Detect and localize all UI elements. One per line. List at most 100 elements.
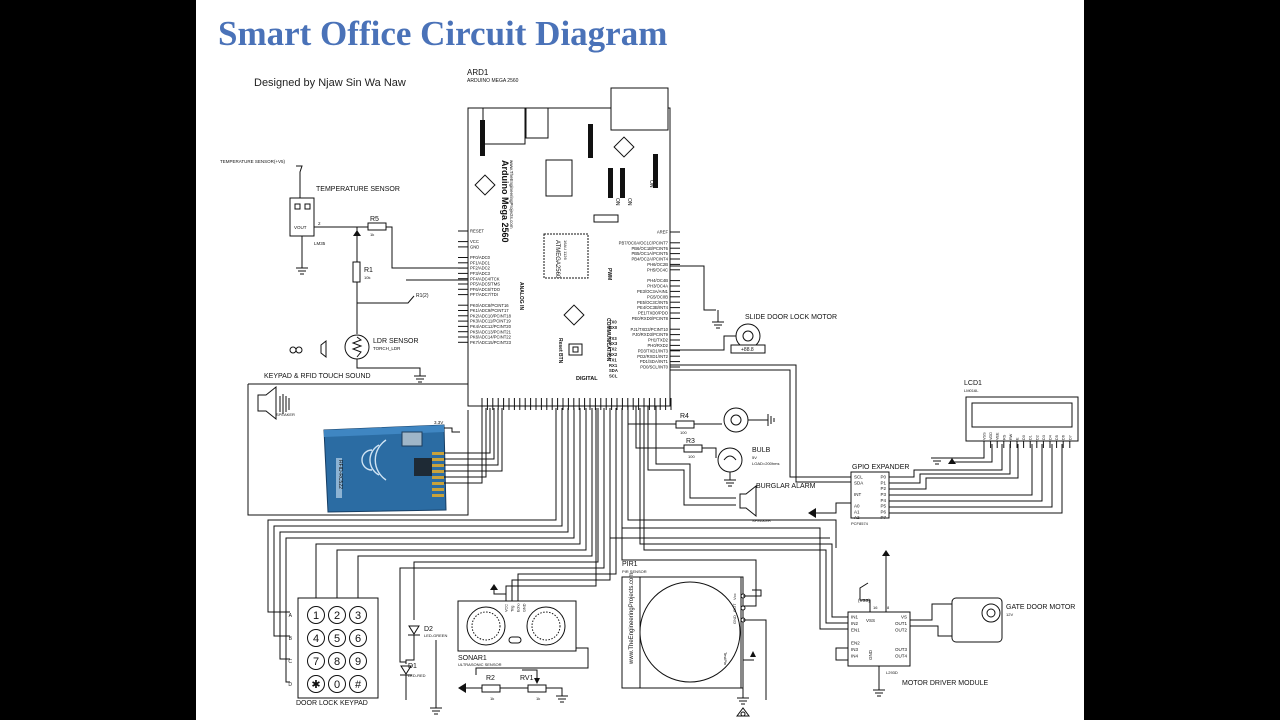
driver-part: L293D	[886, 670, 898, 675]
pir-ref: PIR1	[622, 561, 638, 568]
gate-door-motor: GATE DOOR MOTOR 12V	[951, 597, 1075, 643]
ldr-zigzag	[351, 336, 363, 358]
bulb-r3: R3 100 BULB 5V LOAD=200hms	[635, 406, 779, 487]
keypad-key-label: #	[355, 679, 362, 691]
sonar-echo-wire	[517, 408, 617, 601]
lcd-pin-label: RW	[1009, 433, 1013, 440]
gpio-left-pin: SCL	[854, 475, 863, 480]
keypad-key[interactable]	[328, 629, 346, 647]
gpio-chip	[850, 471, 890, 519]
wire-sda	[670, 364, 851, 483]
wire-r3	[635, 406, 684, 449]
pir-test-arrow	[750, 651, 756, 657]
burglar-speaker-icon	[739, 484, 757, 518]
arduino-left-pin-label: PK6/ADC14/PCINT22	[470, 335, 512, 340]
driver-left-pin: IN2	[851, 621, 859, 626]
slide-door-motor: +88.8 SLIDE DOOR LOCK MOTOR	[670, 265, 837, 354]
lamp-r4: R4 100	[627, 406, 775, 435]
rfid-text-strip	[336, 458, 342, 498]
temperature-pad-1	[294, 203, 301, 210]
pir-part: PIR SENSOR	[622, 569, 647, 574]
arduino-left-pin-label: PK2/ADC10/PCINT18	[470, 313, 512, 318]
gpio-left-pin: A1	[854, 509, 860, 514]
gpio-left-pin: INT	[854, 492, 862, 497]
arduino-on-label-3: ON	[626, 198, 632, 206]
r3-value: 100	[688, 454, 695, 459]
driver-in2-wire	[643, 408, 848, 624]
lcd-d5-wire	[889, 444, 1043, 502]
temperature-sensor: TEMPERATURE SENSOR(+V5) VOUT LM35 2 TEMP…	[220, 159, 400, 275]
ldr-gnd-wire	[356, 359, 421, 376]
keypad-sound: KEYPAD & RFID TOUCH SOUND SPEAKER	[247, 373, 469, 516]
keypad-key[interactable]	[307, 675, 325, 693]
page-title: Smart Office Circuit Diagram	[218, 14, 668, 53]
d2-gnd-wire	[405, 635, 415, 664]
arduino-left-pin-label: PK5/ADC13/PCINT21	[470, 329, 512, 334]
ldr-label: LDR SENSOR	[373, 338, 419, 345]
rfid-vcc: 3.3V	[434, 420, 443, 425]
arduino-mega: ARD1 ARDUINO MEGA 2560 ATMEGA2560 16AU 1…	[458, 68, 680, 410]
driver-in1-wire	[639, 408, 848, 618]
temperature-source-label: TEMPERATURE SENSOR(+V5)	[220, 159, 286, 164]
arduino-right-pin-label: AREF	[657, 230, 669, 235]
arduino-header-4	[608, 168, 613, 198]
keypad-key-label: 7	[313, 656, 319, 668]
rfid-wire-1	[444, 408, 491, 454]
keypad-key[interactable]	[328, 606, 346, 624]
torch-lamp-icon[interactable]	[320, 339, 327, 359]
sonar-part: ULTRASONIC SENSOR	[458, 662, 502, 667]
lamp-core	[730, 414, 742, 426]
d2-part: LED-GREEN	[424, 633, 447, 638]
wire-gpio-addr	[814, 502, 851, 514]
sonar-pin-label: Echo	[517, 603, 521, 612]
driver-left-pin: IN1	[851, 615, 859, 620]
arduino-bottom-pins	[481, 398, 672, 410]
keypad-key[interactable]	[349, 606, 367, 624]
keypad-key[interactable]	[307, 606, 325, 624]
torch-icon[interactable]	[289, 346, 297, 354]
bulb-filament	[723, 455, 737, 461]
r5-ref: R5	[370, 216, 379, 223]
keypad-key[interactable]	[328, 675, 346, 693]
wire-slide-motor-2	[670, 335, 736, 351]
rv1-ground	[556, 695, 568, 703]
keypad-wire-d	[285, 408, 575, 683]
lcd-e-wire	[889, 444, 1019, 490]
gpio-right-pin: P7	[880, 515, 886, 520]
arduino-comm-tag: RX1	[609, 363, 618, 368]
keypad-key[interactable]	[349, 675, 367, 693]
arduino-left-pins: RESETVCCGNDPF0/ADC0PF1/ADC1PF2/ADC2PF3/A…	[458, 229, 512, 345]
driver-out1-wire	[910, 603, 952, 621]
keypad-key[interactable]	[328, 652, 346, 670]
arduino-chip-label: ATMEGA2560	[554, 240, 560, 279]
d2-wire	[413, 408, 599, 620]
keypad-key[interactable]	[349, 652, 367, 670]
gpio-label: GPIO EXPANDER	[852, 464, 909, 471]
author-credit: Designed by Njaw Sin Wa Naw	[254, 77, 406, 89]
keypad-wire-col1	[315, 408, 581, 598]
r3-resistor	[683, 444, 703, 453]
slide-motor-label: SLIDE DOOR LOCK MOTOR	[745, 314, 837, 321]
arduino-header-1	[480, 120, 485, 156]
arduino-right-pins: AREFPB7/OC0A/OC1C/PCINT7PB6/OC1B/PCINT6P…	[609, 230, 680, 379]
arduino-right-pin-label: PB6/OC1B/PCINT6	[631, 246, 668, 251]
gpio-expander: GPIO EXPANDER SCLSDAINTA0A1A2P0P1P2P3P4P…	[670, 364, 909, 526]
arduino-header-3	[653, 154, 658, 188]
keypad-key[interactable]	[307, 629, 325, 647]
arduino-right-pin-label: PB4/OC2A/PCINT4	[631, 257, 668, 262]
keypad-key[interactable]	[349, 629, 367, 647]
keypad-row-label: D	[288, 682, 292, 688]
driver-right-pin: OUT2	[895, 628, 907, 633]
lcd-pin-label: D4	[1049, 435, 1053, 440]
arduino-mount-hole-2	[613, 136, 635, 158]
keypad-key[interactable]	[307, 652, 325, 670]
torch-icon-2[interactable]	[295, 346, 303, 354]
sonar-tx-mesh	[471, 611, 501, 641]
pir-vcc-wire	[743, 589, 762, 597]
lcd-pin-label: D7	[1068, 435, 1072, 440]
rv1-wiper	[534, 678, 540, 684]
driver-label: MOTOR DRIVER MODULE	[902, 680, 989, 687]
